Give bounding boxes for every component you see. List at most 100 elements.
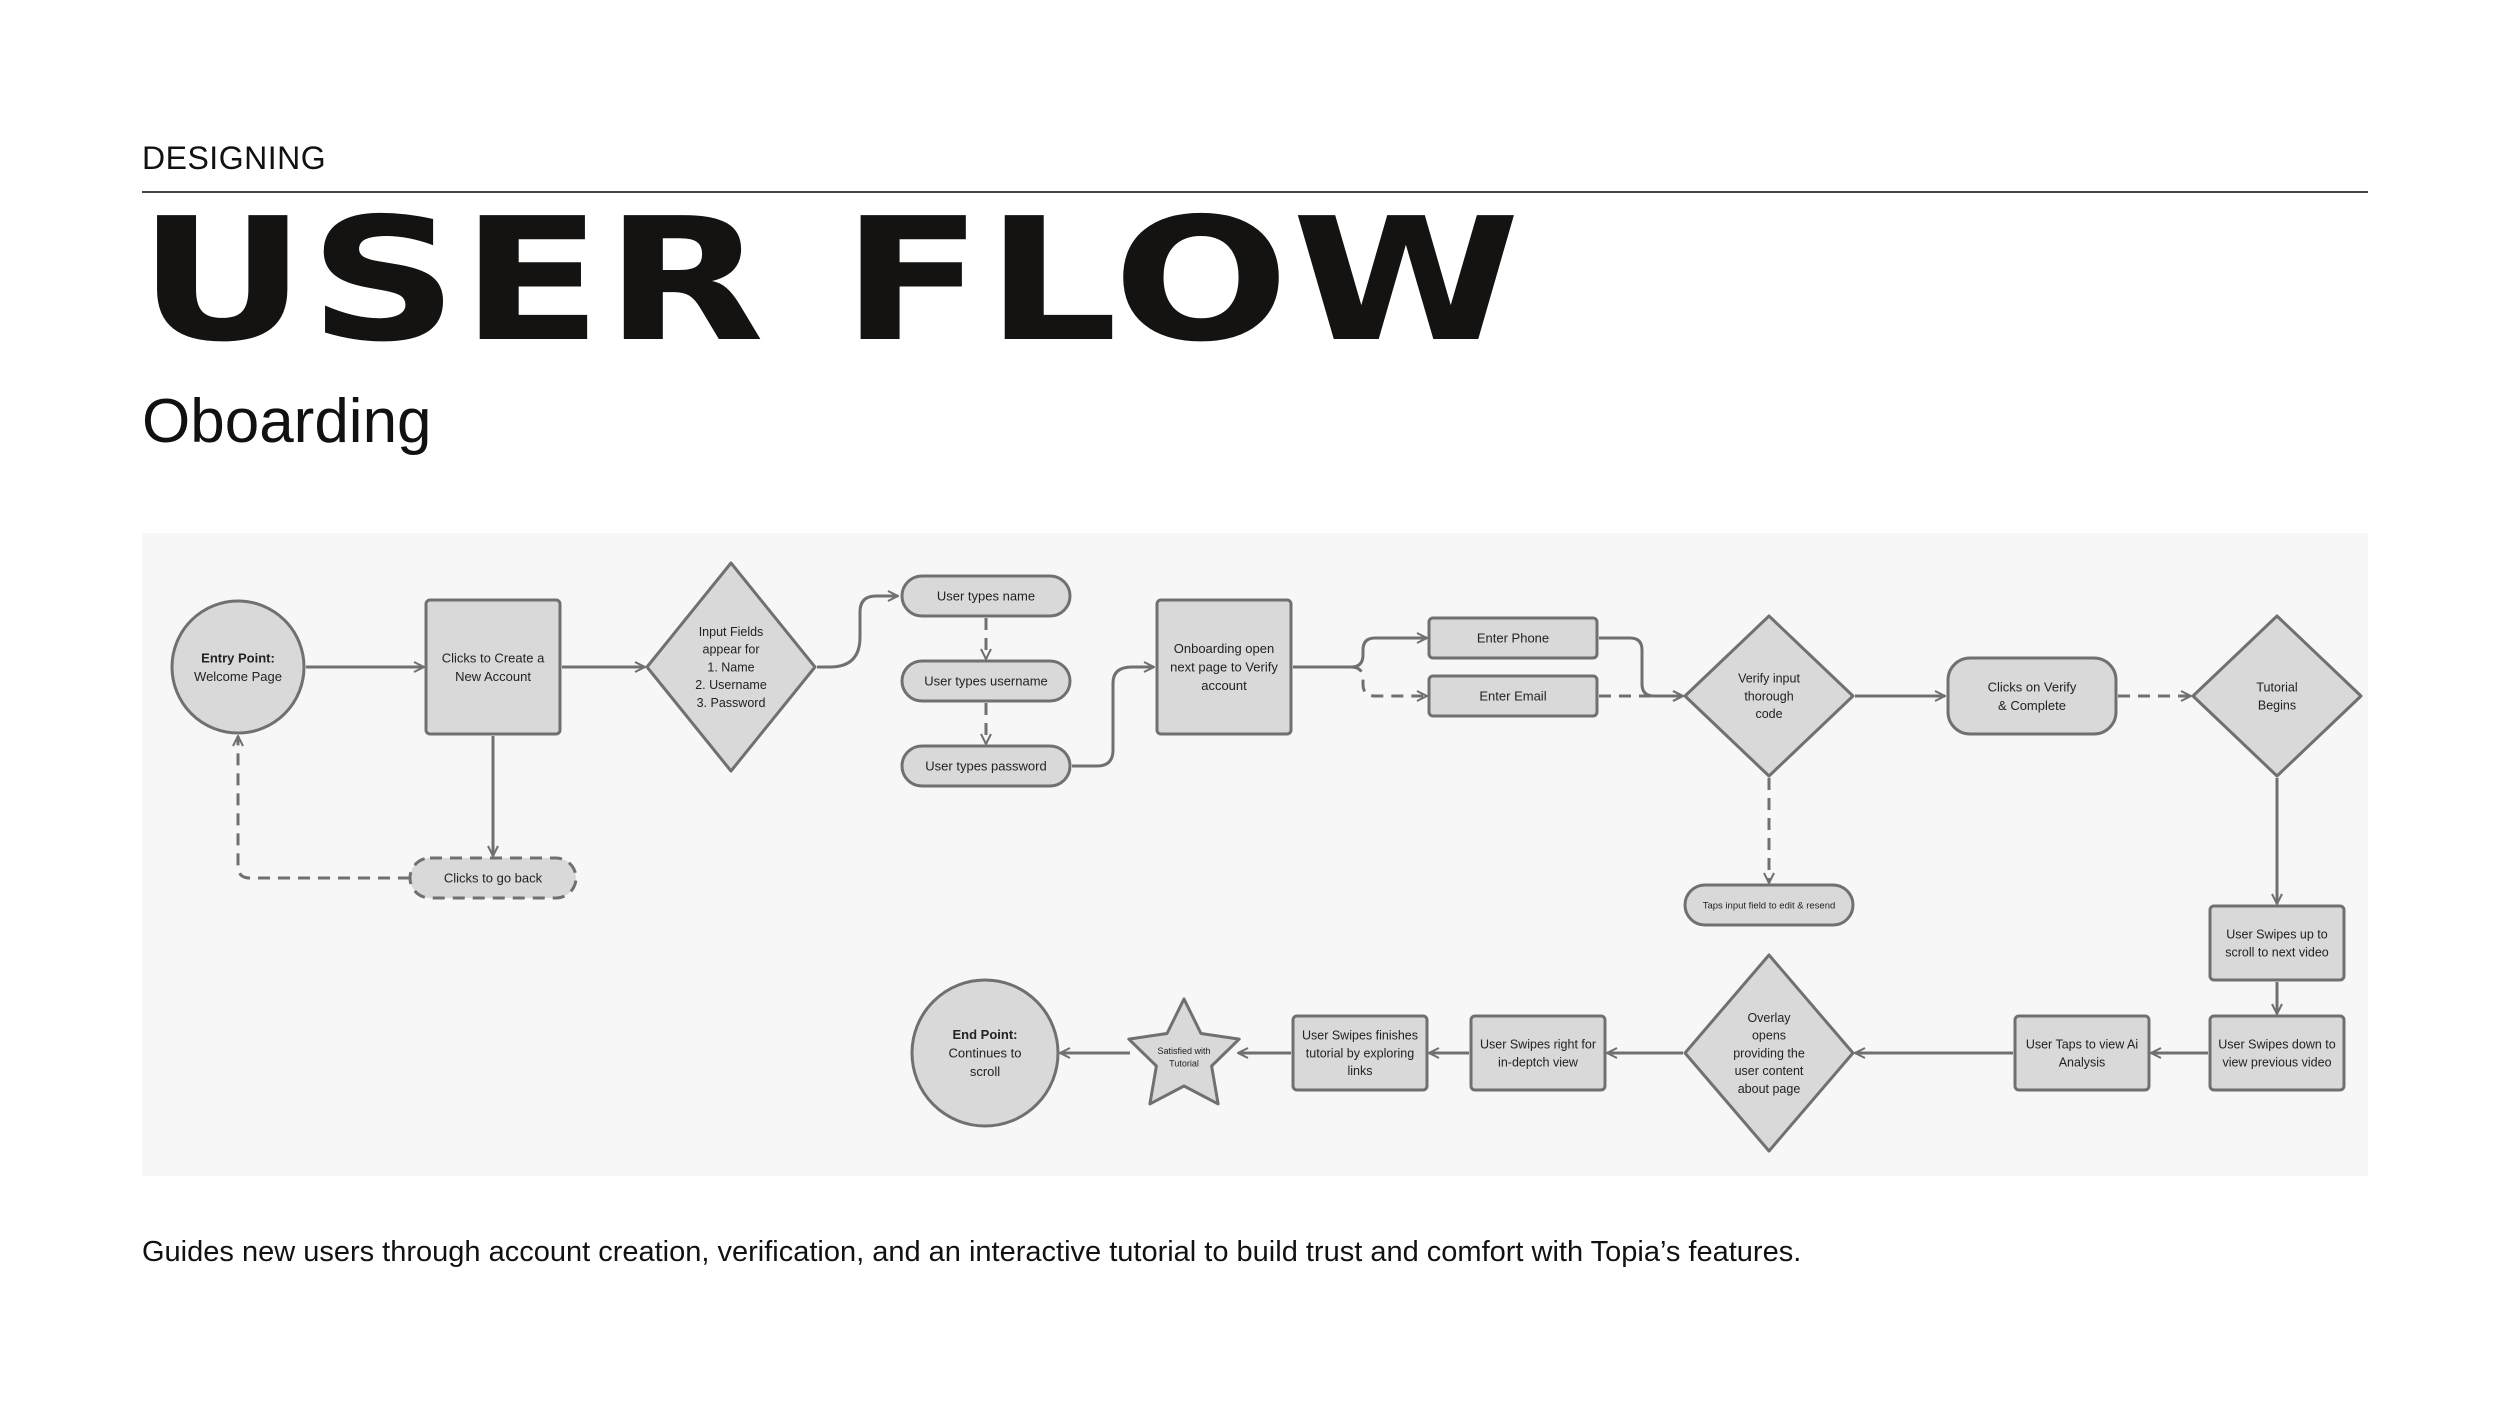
node-overlay: Overlay opens providing the user content abo… <box>1683 953 1855 1153</box>
node-verify-code-label-1: Verify input <box>1738 672 1800 686</box>
node-overlay-label-1: Overlay <box>1747 1011 1791 1025</box>
node-verify-complete: Clicks on Verify & Complete <box>1946 656 2118 736</box>
edge-verify-page-to-email <box>1350 665 1427 696</box>
node-verify-page-label-1: Onboarding open <box>1174 641 1274 656</box>
node-swipe-finish-label-3: links <box>1347 1064 1372 1078</box>
node-swipe-down-shape <box>2208 1014 2346 1092</box>
node-swipe-right-label-1: User Swipes right for <box>1480 1038 1596 1052</box>
node-create-label-1: Clicks to Create a <box>442 650 545 665</box>
node-entry-label-1: Entry Point: <box>201 650 275 665</box>
node-swipe-finish: User Swipes finishes tutorial by explorin… <box>1291 1014 1429 1092</box>
node-overlay-label-3: providing the <box>1733 1046 1805 1060</box>
node-type-name-shape <box>900 574 1072 618</box>
header-divider <box>142 191 2368 193</box>
node-overlay-shape <box>1683 953 1855 1153</box>
node-verify-complete-label-1: Clicks on Verify <box>1988 679 2077 694</box>
node-edit-resend: Taps input field to edit & resend <box>1683 883 1855 927</box>
node-type-password-shape <box>900 744 1072 788</box>
node-verify-page-label-3: account <box>1201 678 1247 693</box>
node-end-label-3: scroll <box>970 1064 1000 1079</box>
node-entry: Entry Point: Welcome Page <box>170 599 306 735</box>
node-type-name-label-1: User types name <box>937 589 1035 604</box>
node-end-shape <box>910 978 1060 1128</box>
node-swipe-up-label-1: User Swipes up to <box>2226 928 2327 942</box>
node-phone-shape <box>1427 616 1599 660</box>
node-satisfied-label-2: Tutorial <box>1169 1059 1199 1069</box>
node-overlay-label-2: opens <box>1752 1029 1786 1043</box>
node-go-back: Clicks to go back <box>408 856 578 900</box>
node-end-label-2: Continues to <box>949 1046 1022 1061</box>
node-ai-analysis-label-2: Analysis <box>2059 1055 2106 1069</box>
node-swipe-right: User Swipes right for in-deptch view <box>1469 1014 1607 1092</box>
node-email-shape <box>1427 674 1599 718</box>
edge-verify-page-to-phone <box>1293 638 1427 669</box>
node-type-password: User types password <box>900 744 1072 788</box>
flow-caption: Guides new users through account creatio… <box>142 1236 1802 1268</box>
node-inputs-label-3: 1. Name <box>707 660 754 674</box>
node-overlay-label-5: about page <box>1738 1082 1801 1096</box>
node-ai-analysis-shape <box>2013 1014 2151 1092</box>
node-swipe-up-label-2: scroll to next video <box>2225 945 2329 959</box>
node-verify-code: Verify input thorough code <box>1683 614 1855 778</box>
edge-inputs-to-type-name <box>817 596 898 669</box>
node-swipe-finish-shape <box>1291 1014 1429 1092</box>
node-go-back-label-1: Clicks to go back <box>444 871 543 886</box>
edge-type-password-to-verify-page <box>1072 667 1154 768</box>
node-type-username-shape <box>900 659 1072 703</box>
node-phone-label-1: Enter Phone <box>1477 631 1549 646</box>
node-verify-page-shape <box>1155 598 1293 736</box>
node-overlay-label-4: user content <box>1735 1064 1804 1078</box>
node-create-label-2: New Account <box>455 669 531 684</box>
node-verify-complete-label-2: & Complete <box>1998 698 2066 713</box>
node-go-back-shape <box>408 856 578 900</box>
node-satisfied-shape <box>1127 997 1241 1106</box>
node-verify-code-shape <box>1683 614 1855 778</box>
node-verify-page: Onboarding open next page to Verify accoun… <box>1155 598 1293 736</box>
page-subtitle: Oboarding <box>142 387 432 456</box>
node-swipe-right-shape <box>1469 1014 1607 1092</box>
edge-phone-to-verify-code <box>1599 636 1683 696</box>
node-create: Clicks to Create a New Account <box>424 598 562 736</box>
node-tutorial-label-2: Begins <box>2258 698 2296 712</box>
node-swipe-finish-label-2: tutorial by exploring <box>1306 1046 1414 1060</box>
page-title: USER FLOW <box>138 182 1523 380</box>
node-email-label-1: Enter Email <box>1479 689 1546 704</box>
node-inputs-label-5: 3. Password <box>697 696 766 710</box>
section-eyebrow: DESIGNING <box>142 140 327 176</box>
node-type-password-label-1: User types password <box>925 759 1046 774</box>
flow-diagram: Entry Point: Welcome Page Clicks to Create… <box>170 561 2363 1153</box>
node-swipe-right-label-2: in-deptch view <box>1498 1055 1579 1069</box>
node-inputs-label-4: 2. Username <box>695 678 767 692</box>
node-create-shape <box>424 598 562 736</box>
node-edit-resend-shape <box>1683 883 1855 927</box>
node-edit-resend-label-1: Taps input field to edit & resend <box>1703 900 1836 911</box>
node-inputs: Input Fields appear for 1. Name 2. Username… <box>645 561 817 773</box>
node-verify-code-label-3: code <box>1755 707 1782 721</box>
node-tutorial-shape <box>2191 614 2363 778</box>
node-tutorial-label-1: Tutorial <box>2256 681 2297 695</box>
node-inputs-label-2: appear for <box>703 643 760 657</box>
node-email: Enter Email <box>1427 674 1599 718</box>
node-swipe-down-label-2: view previous video <box>2222 1055 2331 1069</box>
node-entry-label-2: Welcome Page <box>194 669 282 684</box>
node-ai-analysis-label-1: User Taps to view Ai <box>2026 1038 2138 1052</box>
flow-diagram-panel: Entry Point: Welcome Page Clicks to Create… <box>142 533 2368 1176</box>
node-inputs-shape <box>645 561 817 773</box>
node-entry-shape <box>170 599 306 735</box>
node-verify-page-label-2: next page to Verify <box>1170 660 1278 675</box>
node-swipe-down-label-1: User Swipes down to <box>2218 1038 2335 1052</box>
node-ai-analysis: User Taps to view Ai Analysis <box>2013 1014 2151 1092</box>
node-satisfied-label-1: Satisfied with <box>1157 1046 1210 1056</box>
node-phone: Enter Phone <box>1427 616 1599 660</box>
node-type-username: User types username <box>900 659 1072 703</box>
node-verify-code-label-2: thorough <box>1744 689 1793 703</box>
node-type-username-label-1: User types username <box>924 674 1048 689</box>
node-swipe-finish-label-1: User Swipes finishes <box>1302 1029 1418 1043</box>
node-verify-complete-shape <box>1946 656 2118 736</box>
edge-go-back-to-entry <box>238 736 410 880</box>
node-swipe-down: User Swipes down to view previous video <box>2208 1014 2346 1092</box>
node-inputs-label-1: Input Fields <box>699 625 764 639</box>
